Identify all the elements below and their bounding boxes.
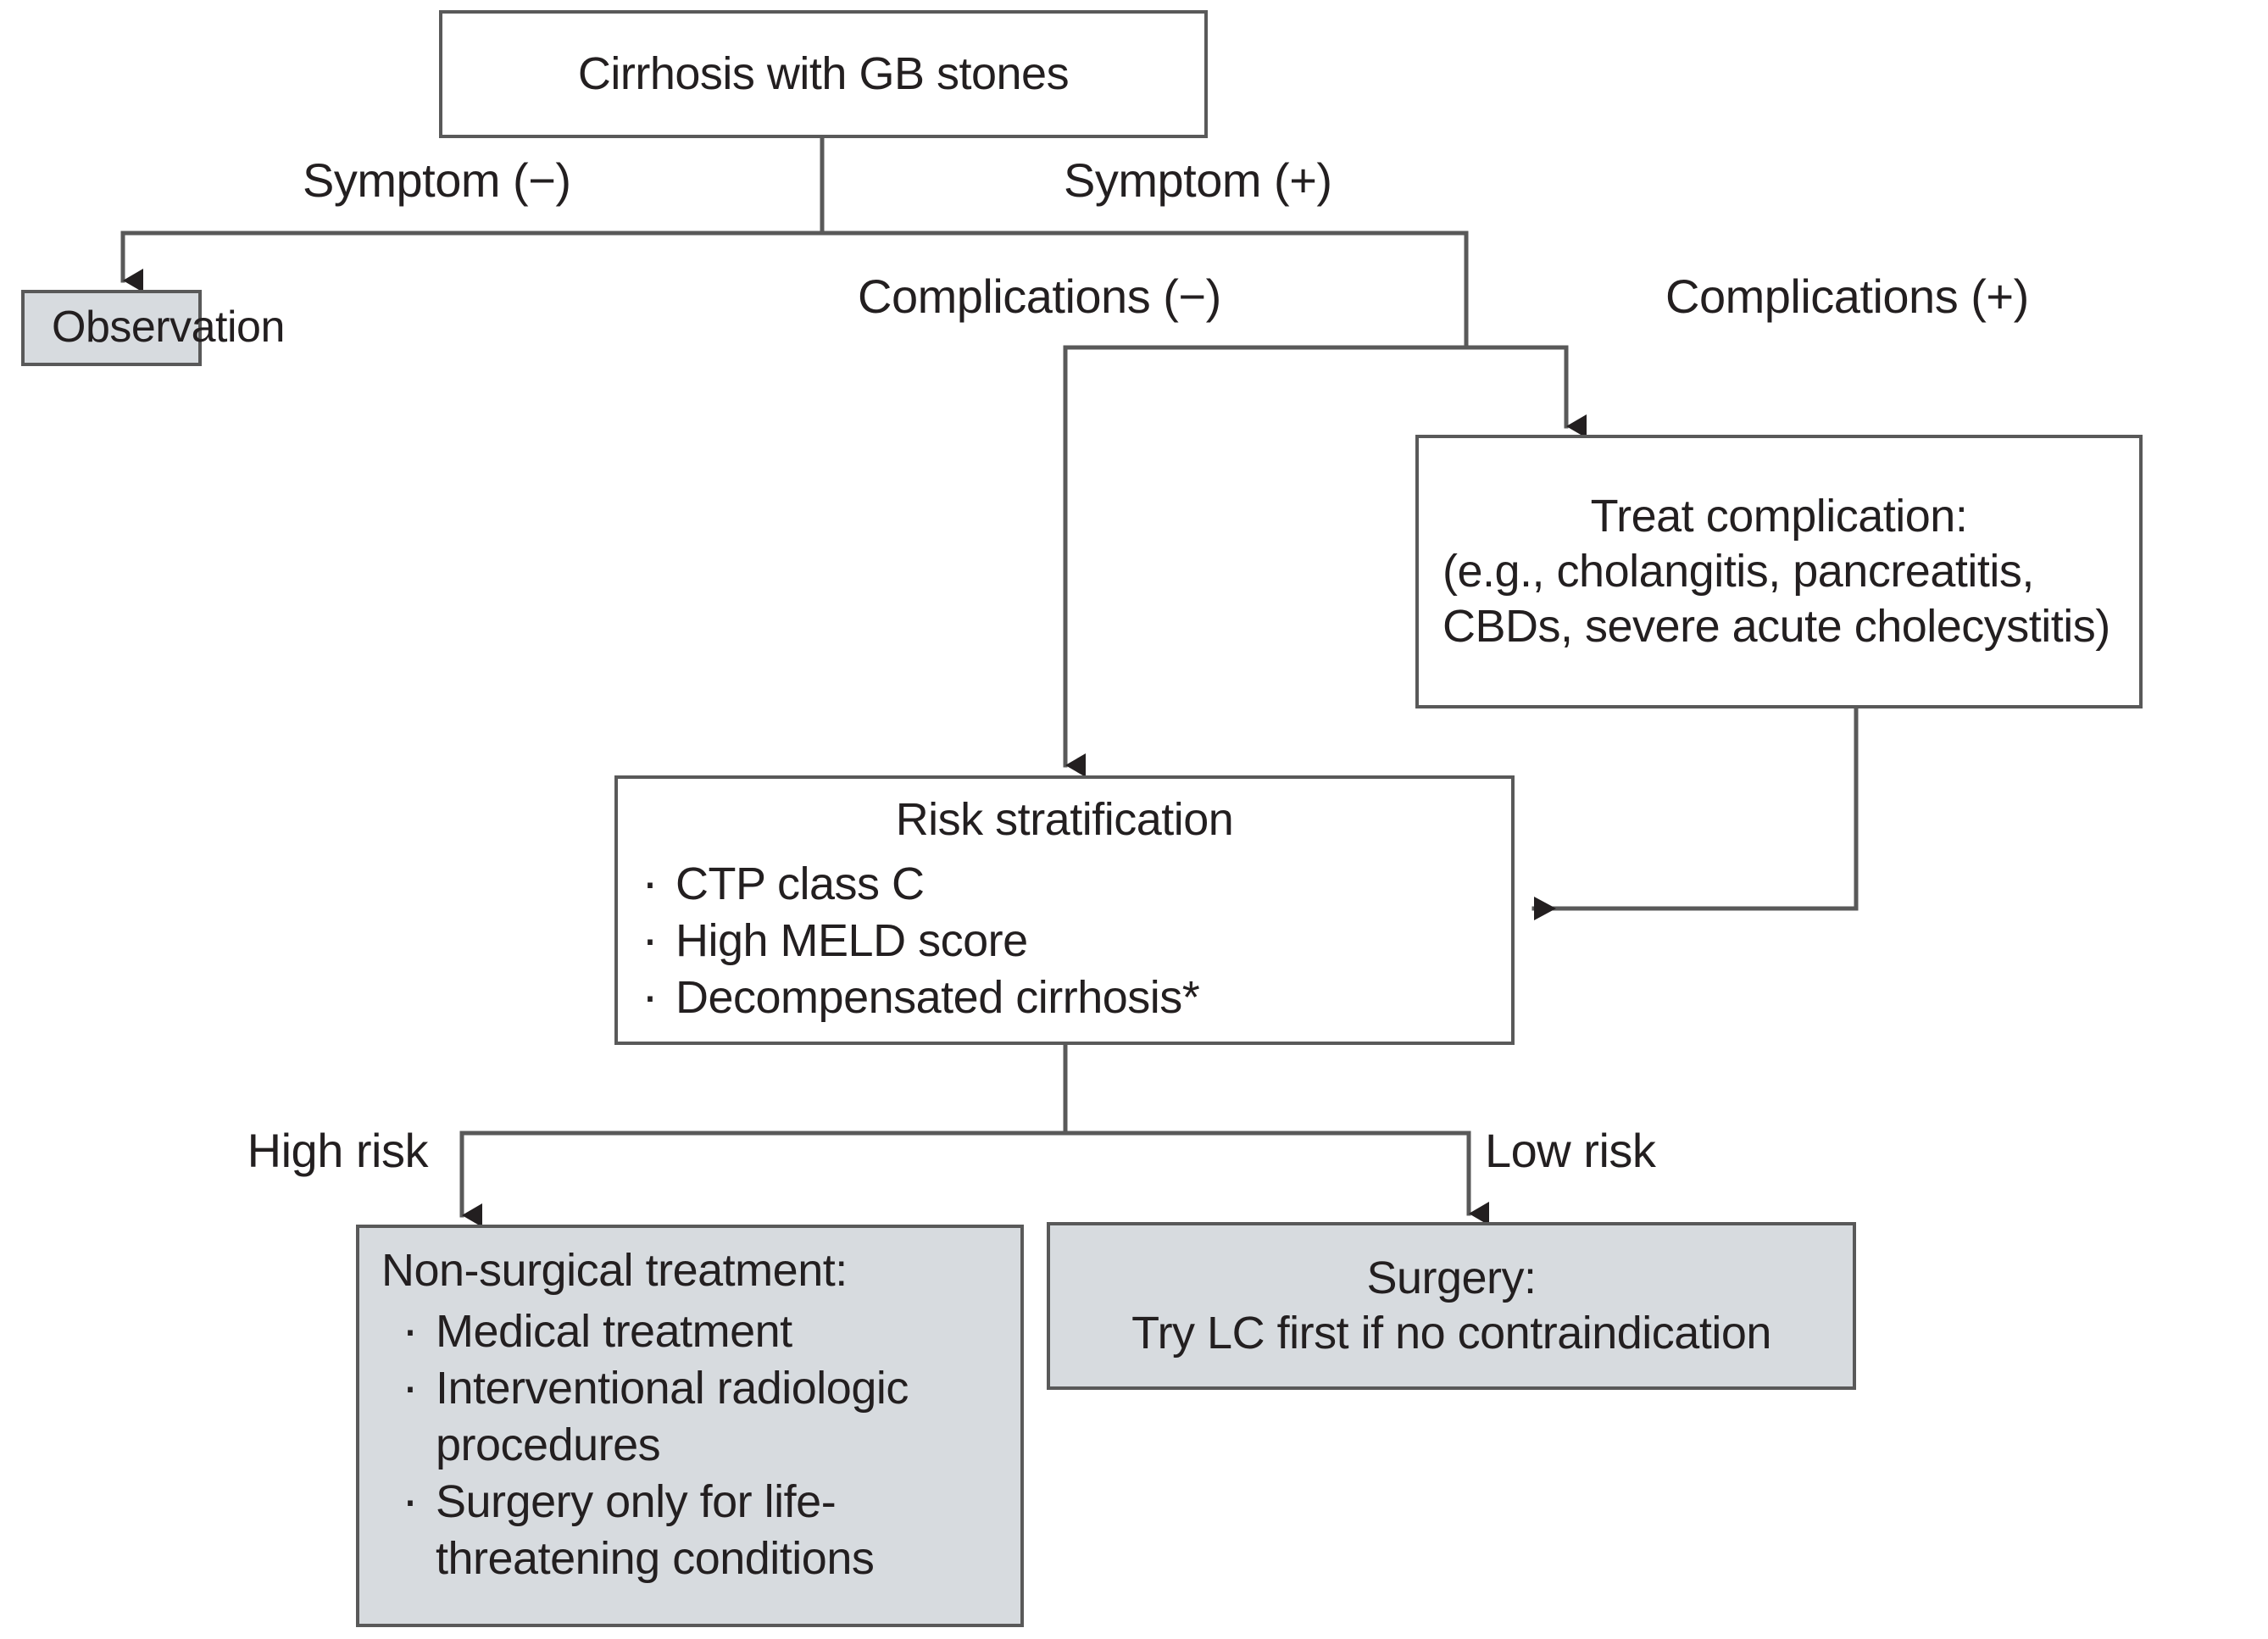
list-item: Decompensated cirrhosis* — [636, 964, 1511, 1027]
list-item-line: Medical treatment — [436, 1305, 792, 1357]
edge-label-high-risk: High risk — [247, 1124, 429, 1177]
edge-label-complications-positive: Complications (+) — [1665, 269, 2029, 323]
edge-treat-to-risk — [1531, 706, 1859, 920]
node-treat-complication[interactable]: Treat complication: (e.g., cholangitis, … — [1415, 435, 2143, 708]
list-item: Medical treatment — [397, 1298, 1020, 1361]
edge-label-symptom-negative: Symptom (−) — [303, 153, 571, 207]
node-non-surgical-treatment[interactable]: Non-surgical treatment: Medical treatmen… — [356, 1225, 1024, 1627]
list-item-line: Interventional radiologic — [436, 1362, 909, 1414]
risk-stratification-bullet-list: CTP class C High MELD score Decompensate… — [618, 851, 1511, 1027]
list-item-line: threatening conditions — [436, 1532, 875, 1584]
node-observation-label: Observation — [52, 303, 285, 353]
node-surgery-title: Surgery: — [1366, 1253, 1537, 1304]
non-surgical-bullet-list: Medical treatment Interventional radiolo… — [359, 1298, 1020, 1587]
list-item-line: Surgery only for life- — [436, 1475, 837, 1527]
edge-label-complications-negative: Complications (−) — [858, 269, 1221, 323]
node-risk-stratification-title: Risk stratification — [895, 794, 1234, 845]
list-item: Surgery only for life-threatening condit… — [397, 1469, 1020, 1587]
list-item: CTP class C — [636, 851, 1511, 914]
node-observation[interactable]: Observation — [21, 290, 285, 366]
node-treat-complication-line2: CBDs, severe acute cholecystitis) — [1443, 600, 2110, 652]
node-non-surgical-title: Non-surgical treatment: — [381, 1245, 848, 1296]
node-treat-complication-title: Treat complication: — [1590, 491, 1968, 542]
edge-label-symptom-positive: Symptom (+) — [1064, 153, 1332, 207]
list-item: High MELD score — [636, 908, 1511, 970]
node-surgery-line1: Try LC first if no contraindication — [1131, 1308, 1771, 1358]
edge-label-low-risk: Low risk — [1485, 1124, 1656, 1177]
node-risk-stratification[interactable]: Risk stratification CTP class C High MEL… — [614, 775, 1515, 1045]
node-treat-complication-line1: (e.g., cholangitis, pancreatitis, — [1443, 546, 2034, 597]
node-root[interactable]: Cirrhosis with GB stones — [439, 10, 1208, 138]
list-item-line: procedures — [436, 1419, 661, 1470]
node-root-label: Cirrhosis with GB stones — [577, 47, 1070, 99]
node-surgery[interactable]: Surgery: Try LC first if no contraindica… — [1047, 1222, 1856, 1390]
